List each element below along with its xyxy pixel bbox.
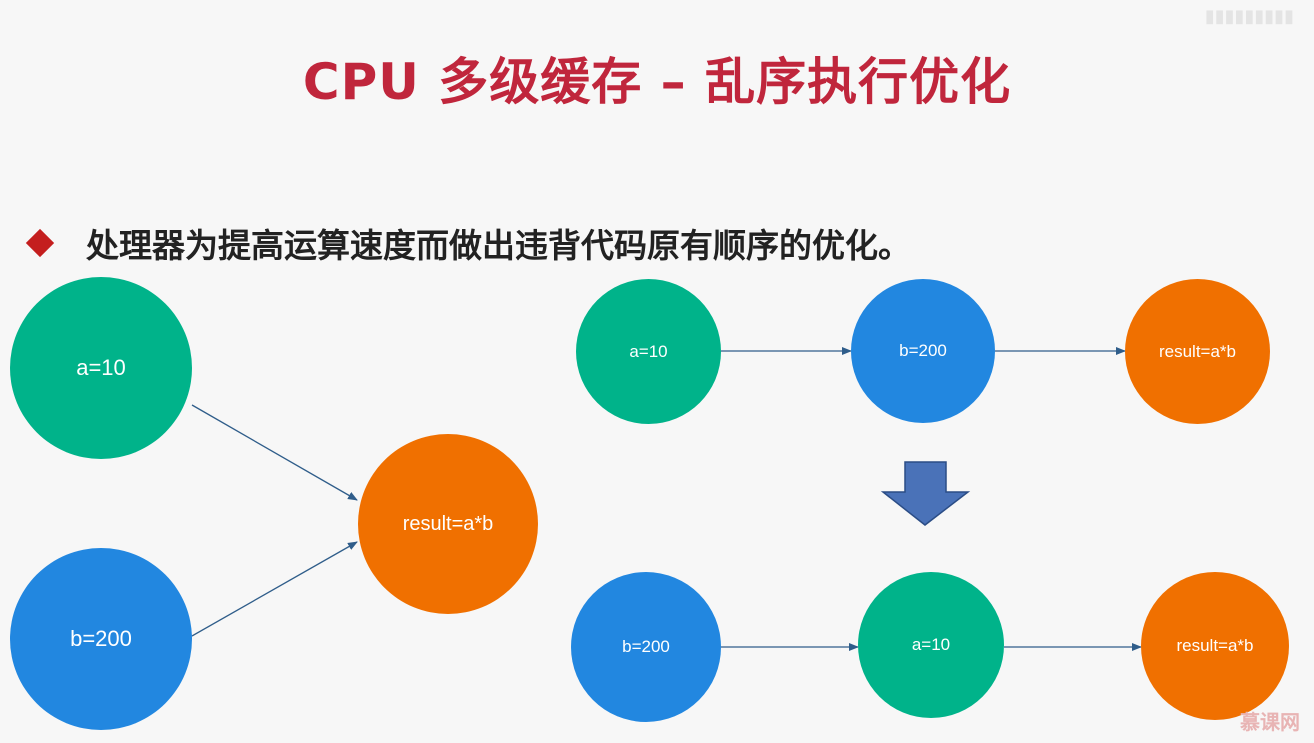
down-arrow-icon	[880, 461, 971, 526]
bullet-text: 处理器为提高运算速度而做出违背代码原有顺序的优化。	[86, 226, 911, 265]
bottom-node-result: result=a*b	[1141, 572, 1289, 720]
bottom-node-b: b=200	[571, 572, 721, 722]
left-node-a: a=10	[10, 277, 192, 459]
left-node-result: result=a*b	[358, 434, 538, 614]
watermark-top-faint: ▮▮▮▮▮▮▮▮▮	[1204, 6, 1294, 27]
bottom-node-a: a=10	[858, 572, 1004, 718]
bullet-point: 处理器为提高运算速度而做出违背代码原有顺序的优化。	[25, 218, 911, 268]
top-node-a: a=10	[576, 279, 721, 424]
arrow-left-b-to-result	[191, 541, 358, 637]
slide-title: CPU 多级缓存 – 乱序执行优化	[302, 53, 1012, 111]
left-node-b: b=200	[10, 548, 192, 730]
arrow-left-a-to-result	[191, 404, 358, 501]
top-node-b: b=200	[851, 279, 995, 423]
top-node-result: result=a*b	[1125, 279, 1270, 424]
watermark-logo: 慕课网	[1240, 710, 1300, 734]
